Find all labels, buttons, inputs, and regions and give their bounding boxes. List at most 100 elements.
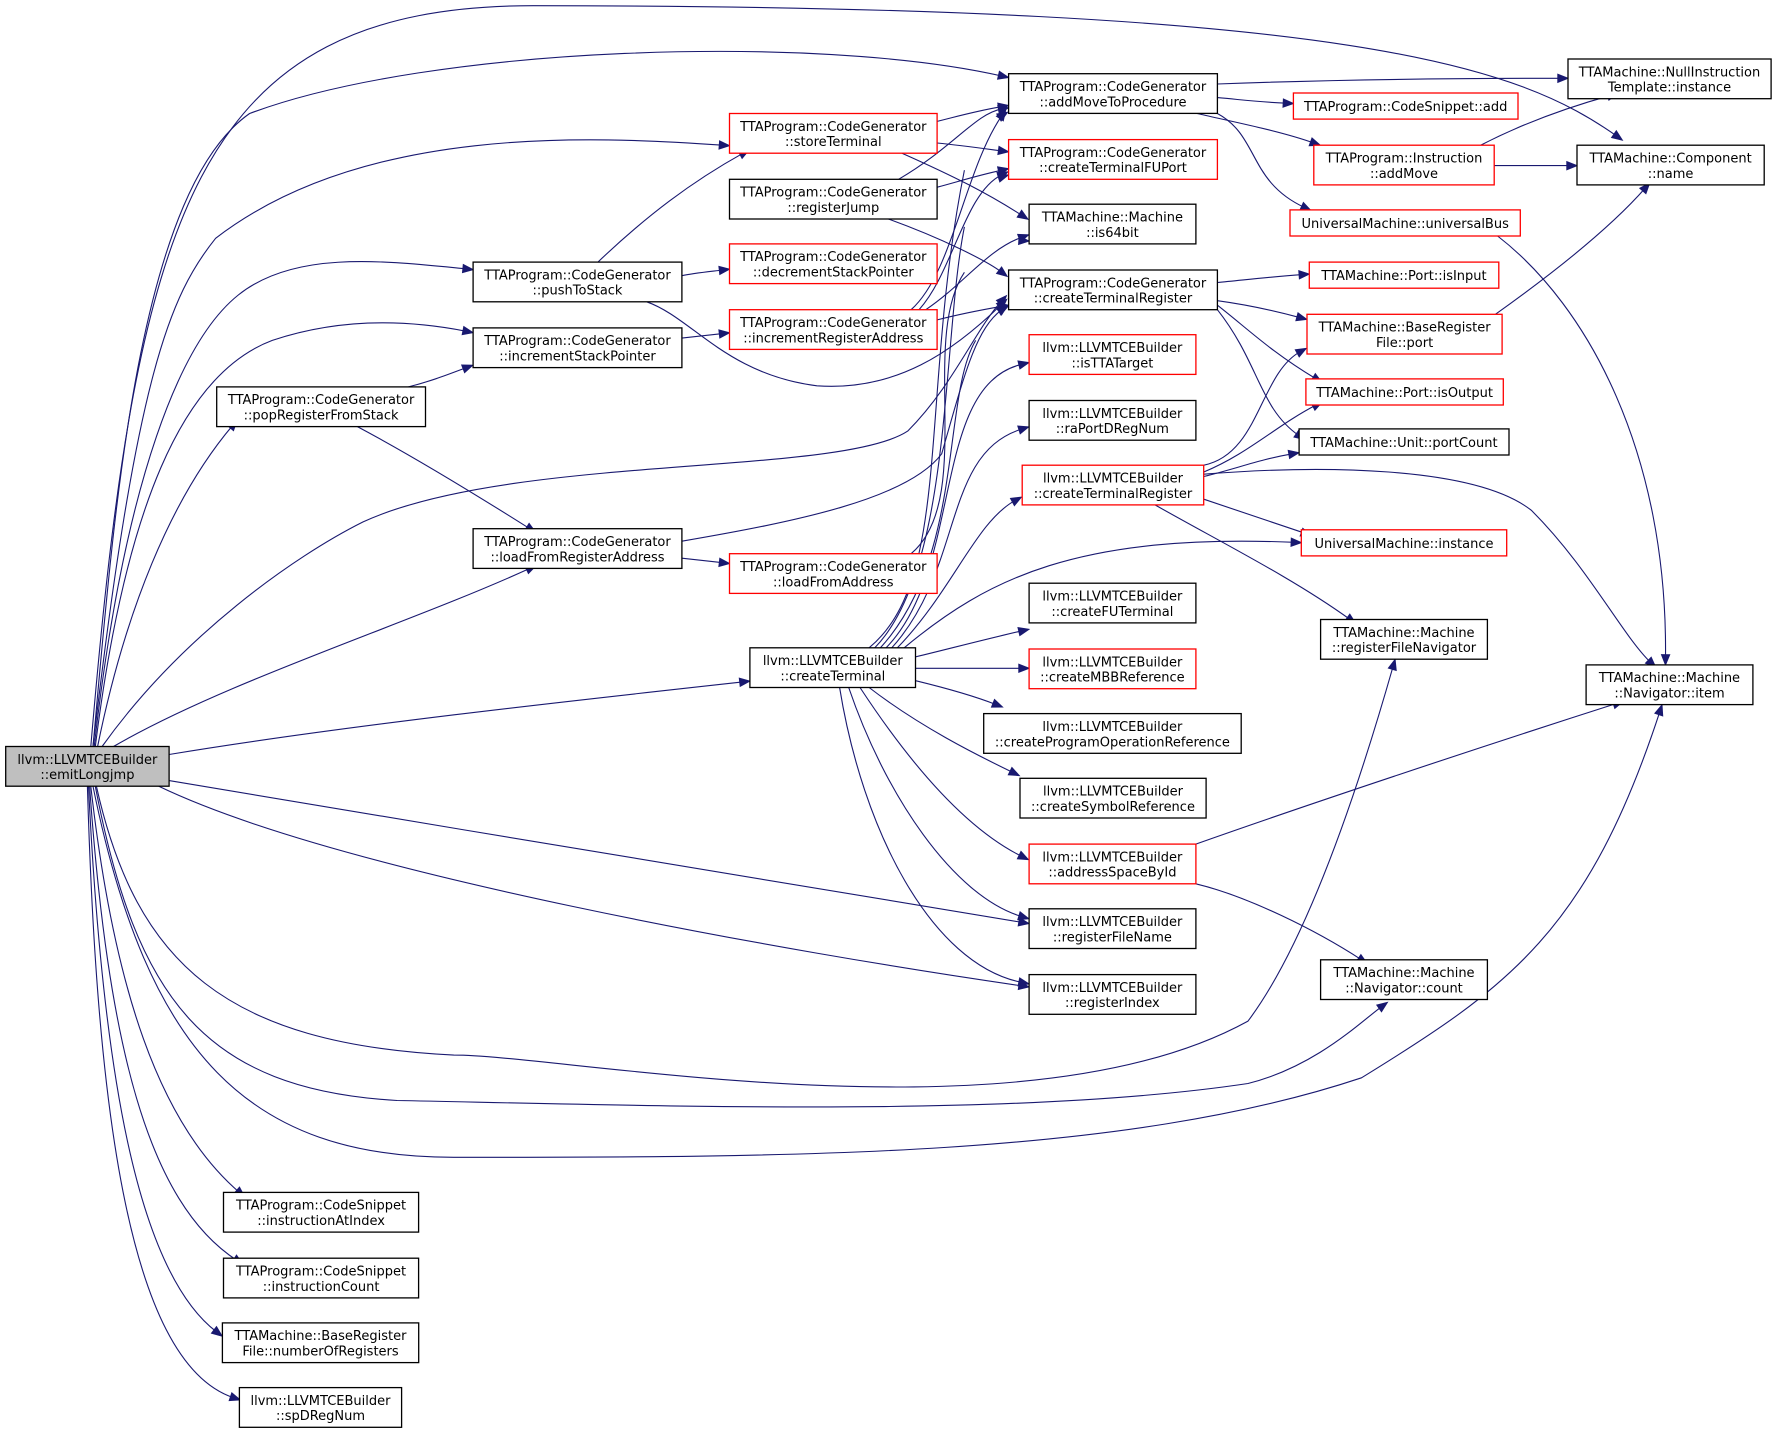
node-box — [1306, 313, 1503, 355]
node-decrementStackPointer[interactable]: TTAProgram::CodeGenerator::decrementStac… — [728, 243, 938, 285]
node-label: llvm::LLVMTCEBuilder — [251, 1394, 392, 1409]
node-label: TTAMachine::Unit::portCount — [1309, 436, 1497, 451]
edge-createTerminal-to-universalInstance — [903, 537, 1303, 649]
node-unitPortCount[interactable]: TTAMachine::Unit::portCount — [1298, 428, 1510, 456]
node-loadFromAddress[interactable]: TTAProgram::CodeGenerator::loadFromAddre… — [728, 553, 938, 595]
node-loadFromRegisterAddress[interactable]: TTAProgram::CodeGenerator::loadFromRegis… — [472, 528, 683, 570]
node-label: UniversalMachine::instance — [1314, 537, 1493, 552]
edge-createTerminal-to-registerFileName — [848, 687, 1031, 921]
node-box — [1019, 777, 1207, 819]
node-box — [1028, 334, 1197, 376]
node-nullInstrTemplate[interactable]: TTAMachine::NullInstructionTemplate::ins… — [1567, 58, 1772, 100]
edge-addressSpaceById-to-navigatorCount — [1195, 883, 1369, 965]
node-label: TTAProgram::CodeGenerator — [483, 535, 671, 550]
node-cgCreateTerminalRegister[interactable]: TTAProgram::CodeGenerator::createTermina… — [1007, 269, 1219, 311]
edge-layer — [86, 5, 1671, 1402]
node-navigatorItem[interactable]: TTAMachine::Machine::Navigator::item — [1585, 664, 1754, 706]
edge-cgCreateTerminalRegister-to-portIsInput — [1217, 269, 1311, 284]
edge-registerJump-to-cgCreateTerminalRegister — [888, 218, 1009, 278]
node-box — [1028, 582, 1197, 624]
node-label: ::instructionCount — [263, 1280, 380, 1295]
node-raPortDRegNum[interactable]: llvm::LLVMTCEBuilder::raPortDRegNum — [1028, 399, 1197, 441]
node-createTerminal[interactable]: llvm::LLVMTCEBuilder::createTerminal — [749, 647, 917, 689]
node-label: ::popRegisterFromStack — [244, 409, 399, 424]
node-box — [1300, 529, 1508, 557]
node-label: TTAMachine::BaseRegister — [234, 1329, 408, 1344]
node-universalBus[interactable]: UniversalMachine::universalBus — [1289, 209, 1521, 237]
node-codeSnippetAdd[interactable]: TTAProgram::CodeSnippet::add — [1292, 92, 1519, 120]
node-isTTATarget[interactable]: llvm::LLVMTCEBuilder::isTTATarget — [1028, 334, 1197, 376]
node-universalInstance[interactable]: UniversalMachine::instance — [1300, 529, 1508, 557]
node-incrementStackPointer[interactable]: TTAProgram::CodeGenerator::incrementStac… — [472, 327, 683, 369]
node-instructionCount[interactable]: TTAProgram::CodeSnippet::instructionCoun… — [222, 1257, 420, 1299]
node-instructionAddMove[interactable]: TTAProgram::Instruction::addMove — [1313, 144, 1495, 186]
node-spDRegNum[interactable]: llvm::LLVMTCEBuilder::spDRegNum — [238, 1386, 403, 1428]
node-box — [1292, 92, 1519, 120]
node-registerFileName[interactable]: llvm::LLVMTCEBuilder::registerFileName — [1028, 908, 1197, 950]
edge-bCreateTerminalRegister-to-universalInstance — [1203, 498, 1313, 537]
node-instructionAtIndex[interactable]: TTAProgram::CodeSnippet::instructionAtIn… — [222, 1191, 420, 1233]
node-box — [472, 261, 683, 303]
node-label: TTAProgram::CodeGenerator — [739, 250, 927, 265]
node-is64bit[interactable]: TTAMachine::Machine::is64bit — [1028, 203, 1197, 245]
node-box — [728, 243, 938, 285]
edge-createTerminal-to-addMoveToProcedure — [868, 111, 1009, 649]
node-box — [983, 712, 1242, 754]
node-label: ::instructionAtIndex — [257, 1214, 385, 1229]
node-box — [222, 1191, 420, 1233]
node-label: TTAMachine::Machine — [1598, 671, 1740, 686]
edge-addMoveToProcedure-to-codeSnippetAdd — [1217, 97, 1295, 108]
node-popRegisterFromStack[interactable]: TTAProgram::CodeGenerator::popRegisterFr… — [216, 386, 427, 428]
node-label: ::createTerminalRegister — [1034, 292, 1193, 307]
node-registerIndex[interactable]: llvm::LLVMTCEBuilder::registerIndex — [1028, 973, 1197, 1015]
node-addMoveToProcedure[interactable]: TTAProgram::CodeGenerator::addMoveToProc… — [1007, 73, 1219, 115]
node-box — [1028, 399, 1197, 441]
edge-incrementStackPointer-to-incrementRegisterAddress — [681, 329, 731, 339]
node-label: llvm::LLVMTCEBuilder — [1042, 590, 1183, 605]
node-label: TTAProgram::Instruction — [1325, 152, 1483, 167]
node-label: llvm::LLVMTCEBuilder — [1042, 850, 1183, 865]
node-createFUTerminal[interactable]: llvm::LLVMTCEBuilder::createFUTerminal — [1028, 582, 1197, 624]
edge-emitLongjmp-to-incrementStackPointer — [94, 322, 475, 747]
node-label: ::isTTATarget — [1071, 356, 1153, 371]
node-box — [1308, 261, 1500, 289]
node-portIsInput[interactable]: TTAMachine::Port::isInput — [1308, 261, 1500, 289]
node-numberOfRegisters[interactable]: TTAMachine::BaseRegisterFile::numberOfRe… — [221, 1322, 420, 1364]
node-incrementRegisterAddress[interactable]: TTAProgram::CodeGenerator::incrementRegi… — [728, 309, 938, 351]
edge-cgCreateTerminalRegister-to-baseRegFilePort — [1217, 300, 1309, 322]
node-box — [216, 386, 427, 428]
edge-baseRegFilePort-to-componentName — [1495, 182, 1651, 315]
node-createProgramOperationReference[interactable]: llvm::LLVMTCEBuilder::createProgramOpera… — [983, 712, 1242, 754]
node-registerJump[interactable]: TTAProgram::CodeGenerator::registerJump — [728, 178, 938, 220]
node-label: ::registerIndex — [1065, 996, 1160, 1011]
node-addressSpaceById[interactable]: llvm::LLVMTCEBuilder::addressSpaceById — [1028, 843, 1197, 885]
node-portIsOutput[interactable]: TTAMachine::Port::isOutput — [1305, 378, 1504, 406]
node-label: TTAProgram::CodeGenerator — [1019, 146, 1207, 161]
node-createSymbolReference[interactable]: llvm::LLVMTCEBuilder::createSymbolRefere… — [1019, 777, 1207, 819]
edge-cgCreateTerminalRegister-to-portIsOutput — [1217, 304, 1324, 384]
node-label: ::loadFromAddress — [773, 575, 894, 590]
node-componentName[interactable]: TTAMachine::Component::name — [1576, 144, 1765, 186]
node-label: ::createMBBReference — [1040, 671, 1185, 686]
edge-createTerminal-to-cgCreateTerminalRegister — [879, 305, 1009, 649]
node-createMBBReference[interactable]: llvm::LLVMTCEBuilder::createMBBReference — [1028, 648, 1197, 690]
node-storeTerminal[interactable]: TTAProgram::CodeGenerator::storeTerminal — [728, 112, 938, 154]
node-box — [1028, 203, 1197, 245]
node-pushToStack[interactable]: TTAProgram::CodeGenerator::pushToStack — [472, 261, 683, 303]
node-navigatorCount[interactable]: TTAMachine::Machine::Navigator::count — [1319, 959, 1489, 1001]
node-emitLongjmp[interactable]: llvm::LLVMTCEBuilder::emitLongjmp — [5, 745, 170, 787]
node-label: ::is64bit — [1086, 226, 1139, 241]
edge-createTerminal-to-createSymbolReference — [868, 687, 1021, 777]
node-createTerminalFUPort[interactable]: TTAProgram::CodeGenerator::createTermina… — [1007, 138, 1219, 180]
node-label: llvm::LLVMTCEBuilder — [1042, 915, 1183, 930]
edge-emitLongjmp-to-spDRegNum — [86, 786, 242, 1402]
node-label: ::registerFileName — [1053, 930, 1172, 945]
node-label: llvm::LLVMTCEBuilder — [1042, 407, 1183, 422]
node-label: TTAProgram::CodeGenerator — [1019, 276, 1207, 291]
edge-createTerminal-to-createFUTerminal — [915, 626, 1031, 658]
node-label: TTAProgram::CodeGenerator — [483, 268, 671, 283]
node-bCreateTerminalRegister[interactable]: llvm::LLVMTCEBuilder::createTerminalRegi… — [1021, 464, 1205, 506]
node-label: TTAProgram::CodeGenerator — [483, 334, 671, 349]
node-registerFileNavigator[interactable]: TTAMachine::Machine::registerFileNavigat… — [1319, 618, 1489, 660]
